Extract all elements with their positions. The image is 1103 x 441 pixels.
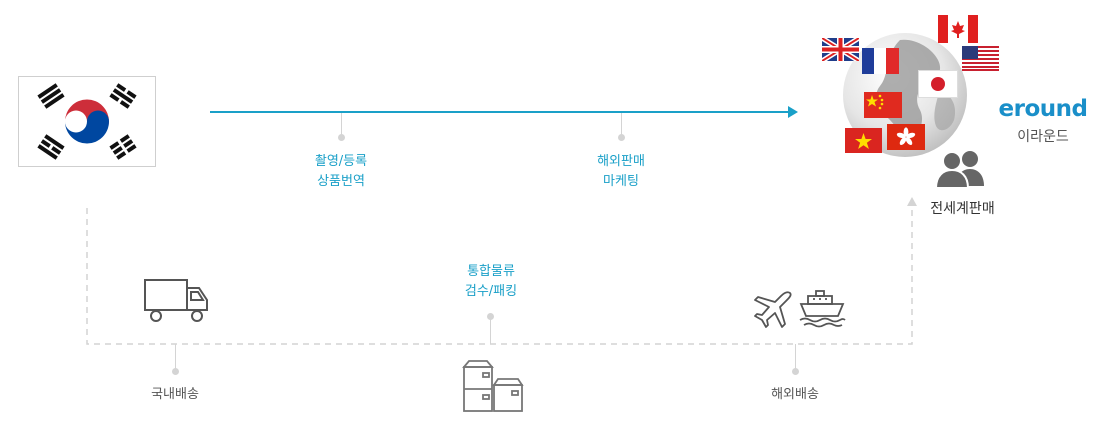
canada-flag xyxy=(938,15,978,43)
uk-flag xyxy=(822,38,859,61)
worldwide-sales-label: 전세계판매 xyxy=(930,201,995,217)
step-connector xyxy=(795,344,796,370)
step-label-line1: 촬영/등록 xyxy=(314,154,368,169)
step-integrated-logistics: 통합물류 검수/패킹 xyxy=(436,262,546,302)
plane-icon xyxy=(752,289,794,329)
step-dot xyxy=(487,313,494,320)
step-label-line1: 통합물류 xyxy=(467,264,515,279)
japan-flag xyxy=(918,70,958,98)
hongkong-flag xyxy=(887,124,925,150)
step-connector xyxy=(490,318,491,344)
users-icon xyxy=(934,148,988,190)
step-photo-register: 촬영/등록 상품번역 xyxy=(286,152,396,192)
step-dot xyxy=(172,368,179,375)
korea-flag xyxy=(18,76,156,167)
step-label-line2: 상품번역 xyxy=(317,174,365,189)
step-dot xyxy=(792,368,799,375)
step-dot xyxy=(338,134,345,141)
france-flag xyxy=(862,48,899,74)
step-connector xyxy=(175,344,176,370)
step-connector xyxy=(341,113,342,137)
usa-flag xyxy=(962,46,999,71)
eround-sub-label: 이라운드 xyxy=(1017,129,1069,145)
step-overseas-sales: 해외판매 마케팅 xyxy=(566,152,676,192)
step-domestic-shipping: 국내배송 xyxy=(151,387,199,402)
step-label-line1: 해외판매 xyxy=(597,154,645,169)
vietnam-flag xyxy=(845,128,882,153)
step-connector xyxy=(621,113,622,137)
china-flag xyxy=(864,92,902,118)
step-dot xyxy=(618,134,625,141)
step-overseas-shipping: 해외배송 xyxy=(771,387,819,402)
boxes-icon xyxy=(461,359,525,413)
eround-logo: eround xyxy=(998,96,1088,122)
overseas-flow-arrow xyxy=(210,104,800,120)
ship-icon xyxy=(798,288,846,328)
truck-icon xyxy=(143,278,211,324)
step-label-line2: 마케팅 xyxy=(603,174,639,189)
step-label-line2: 검수/패킹 xyxy=(464,284,518,299)
